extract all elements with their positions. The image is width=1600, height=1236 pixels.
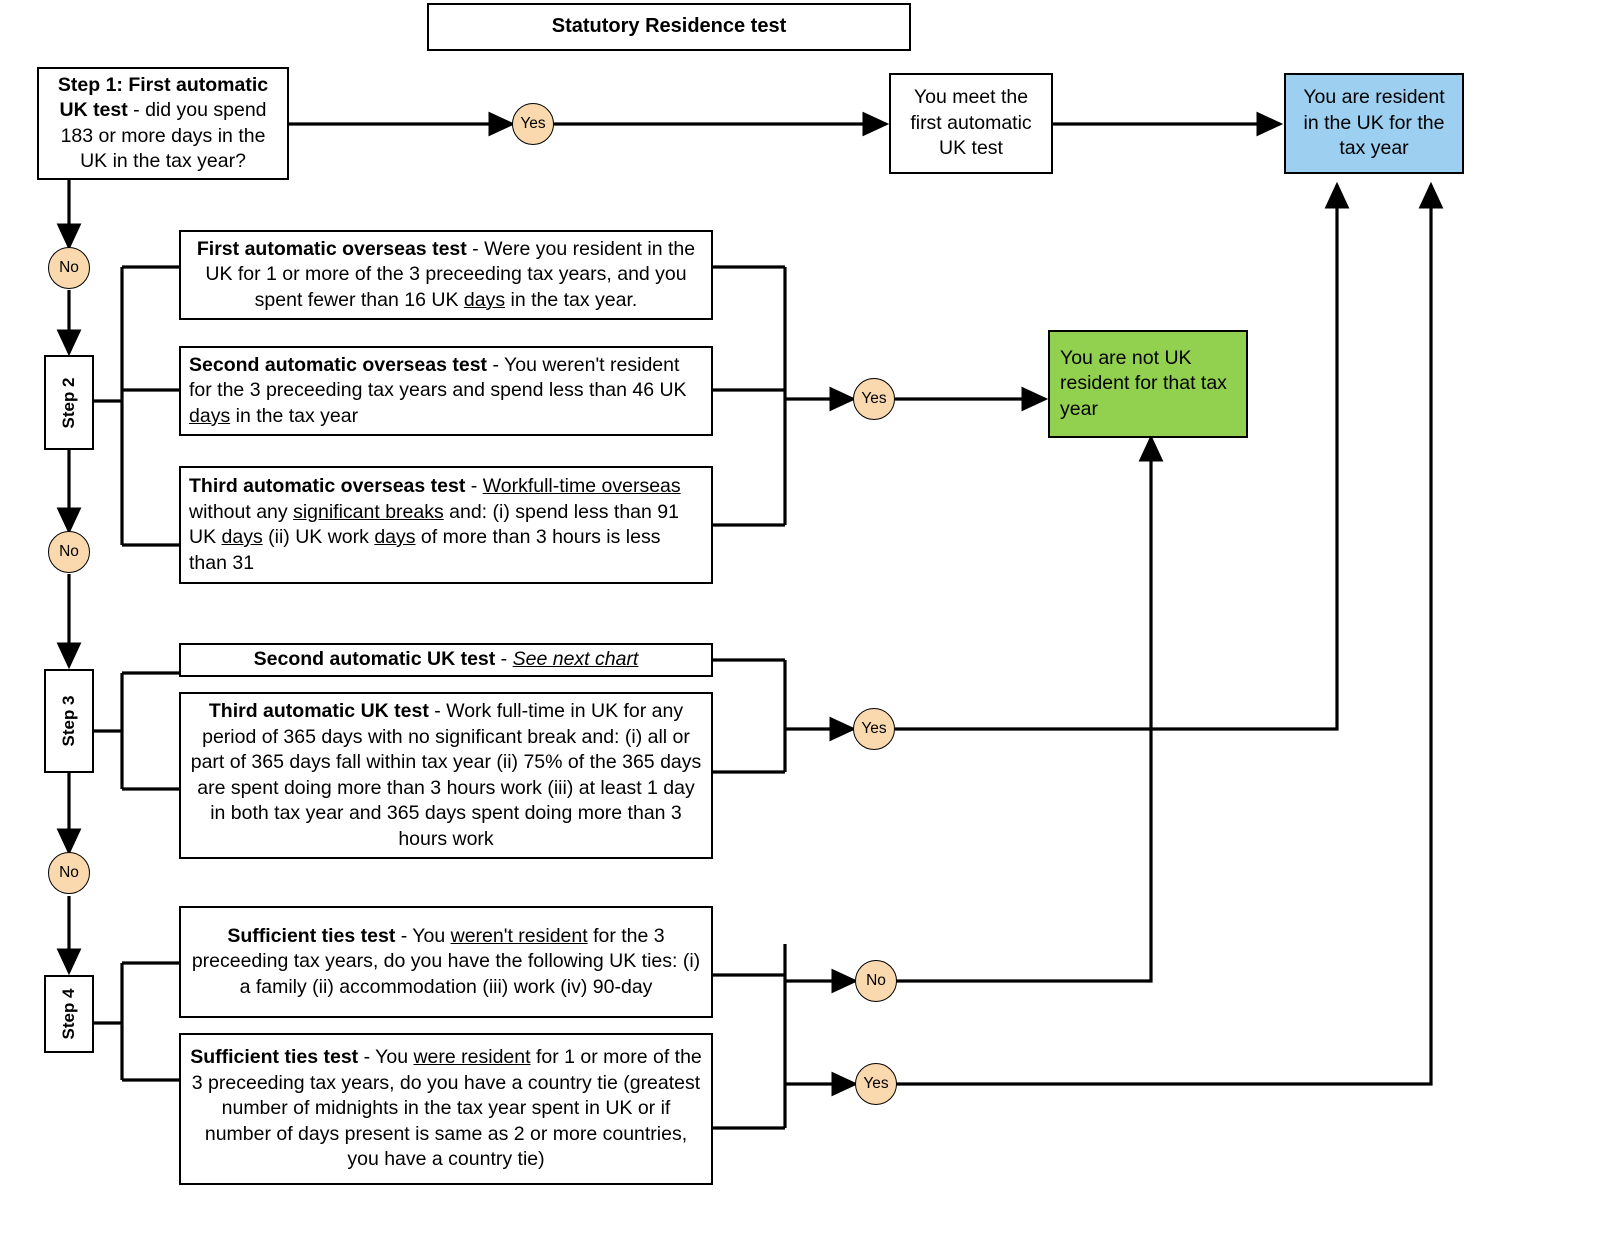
box-overseas1-text: First automatic overseas test - Were you…: [189, 237, 703, 314]
step-marker-4: Step 4: [44, 975, 94, 1053]
box-ties2-text: Sufficient ties test - You were resident…: [189, 1045, 703, 1173]
decision-step1-no-label: No: [59, 259, 79, 277]
box-second-automatic-uk-test[interactable]: Second automatic UK test - See next char…: [179, 643, 713, 677]
box-overseas1-p1: - Were you resident in the UK for 1 or m…: [205, 237, 696, 311]
decision-step3-no[interactable]: No: [48, 852, 90, 894]
box-ties1-p2: for the 3 preceeding tax years, do you h…: [191, 924, 701, 998]
box-uk3-p1: - Work full-time in UK for any period of…: [190, 700, 702, 850]
box-third-automatic-uk-test[interactable]: Third automatic UK test - Work full-time…: [179, 692, 713, 859]
box-step1-rest: - did you spend 183 or more days in the …: [60, 99, 267, 172]
step-marker-3: Step 3: [44, 669, 94, 773]
box-uk3-bold: Third automatic UK test: [208, 700, 429, 722]
box-ties2-bold: Sufficient ties test: [190, 1046, 359, 1069]
box-overseas2-u1: days: [189, 404, 231, 427]
box-overseas2-p1: - You weren't resident for the 3 preceed…: [189, 353, 687, 402]
box-overseas3-u2: significant breaks: [293, 500, 444, 523]
decision-step1-no[interactable]: No: [48, 247, 90, 289]
box-overseas3-u4: days: [374, 526, 416, 548]
step-marker-3-label: Step 3: [59, 695, 78, 747]
box-uk2-text: Second automatic UK test - See next char…: [254, 647, 639, 673]
box-overseas1-p2: in the tax year.: [505, 288, 638, 311]
step-marker-4-label: Step 4: [59, 988, 78, 1040]
box-overseas2-text: Second automatic overseas test - You wer…: [189, 353, 703, 430]
box-overseas2-bold: Second automatic overseas test: [189, 353, 488, 376]
box-overseas3-u1: Workfull-time overseas: [482, 475, 681, 497]
box-overseas3-bold: Third automatic overseas test: [189, 475, 466, 497]
box-third-automatic-overseas-test[interactable]: Third automatic overseas test - Workfull…: [179, 466, 713, 584]
decision-ties-no-label: No: [866, 972, 886, 990]
box-step1-text: Step 1: First automatic UK test - did yo…: [47, 73, 279, 175]
box-overseas1-u1: days: [463, 288, 506, 311]
step-marker-2: Step 2: [44, 355, 94, 450]
box-overseas3-p2: without any: [189, 500, 294, 523]
box-ties1-p1: - You: [395, 924, 451, 947]
box-step1-first-automatic-uk-test[interactable]: Step 1: First automatic UK test - did yo…: [37, 67, 289, 180]
decision-ties-no[interactable]: No: [855, 960, 897, 1002]
box-resident-in-uk[interactable]: You are resident in the UK for the tax y…: [1284, 73, 1464, 174]
box-not-resident-text: You are not UK resident for that tax yea…: [1060, 346, 1227, 420]
box-uk3-text: Third automatic UK test - Work full-time…: [189, 699, 703, 852]
box-sufficient-ties-test-was-resident[interactable]: Sufficient ties test - You were resident…: [179, 1033, 713, 1185]
wire-tiesno-green: [896, 434, 1164, 983]
decision-step1-yes-label: Yes: [520, 115, 546, 133]
box-sufficient-ties-test-not-resident[interactable]: Sufficient ties test - You weren't resid…: [179, 906, 713, 1018]
box-ties2-p2: for 1 or more of the 3 preceeding tax ye…: [191, 1046, 702, 1171]
box-uk2-link[interactable]: See next chart: [512, 648, 639, 671]
box-overseas1-bold: First automatic overseas test: [196, 237, 467, 260]
chart-title: Statutory Residence test: [427, 3, 911, 51]
box-ties2-p1: - You: [358, 1046, 414, 1069]
box-overseas3-p4: (ii) UK work: [262, 526, 375, 548]
box-ties1-u1: weren't resident: [450, 924, 588, 947]
decision-step1-yes[interactable]: Yes: [512, 103, 554, 145]
box-second-automatic-overseas-test[interactable]: Second automatic overseas test - You wer…: [179, 346, 713, 436]
decision-uk-yes-label: Yes: [861, 720, 887, 738]
decision-overseas-yes-label: Yes: [861, 390, 887, 408]
box-ties2-u1: were resident: [413, 1046, 531, 1069]
decision-step3-no-label: No: [59, 864, 79, 882]
box-overseas2-p2: in the tax year: [230, 404, 359, 427]
box-meet-first-text: You meet the first automatic UK test: [910, 86, 1032, 160]
box-overseas3-p3: and: (i) spend less than 91 UK: [189, 500, 679, 549]
decision-step2-no-label: No: [59, 543, 79, 561]
wire-ukyes-blue: [895, 181, 1350, 731]
box-overseas3-p5: of more than 3 hours is less than 31: [189, 526, 661, 574]
decision-uk-yes[interactable]: Yes: [853, 708, 895, 750]
decision-overseas-yes[interactable]: Yes: [853, 378, 895, 420]
box-overseas3-u3: days: [221, 526, 263, 548]
box-ties1-text: Sufficient ties test - You weren't resid…: [189, 924, 703, 1001]
step-marker-2-label: Step 2: [59, 376, 78, 429]
box-overseas3-p1: -: [465, 475, 483, 497]
box-overseas3-text: Third automatic overseas test - Workfull…: [189, 474, 703, 576]
wire-tiesyes-blue: [896, 181, 1444, 1086]
box-ties1-bold: Sufficient ties test: [227, 924, 396, 947]
box-first-automatic-overseas-test[interactable]: First automatic overseas test - Were you…: [179, 230, 713, 320]
box-resident-text: You are resident in the UK for the tax y…: [1303, 86, 1445, 160]
box-step1-bold: Step 1: First automatic UK test: [57, 73, 269, 122]
box-uk2-p1: -: [495, 648, 513, 671]
box-uk2-bold: Second automatic UK test: [253, 648, 496, 671]
chart-title-text: Statutory Residence test: [551, 15, 787, 38]
decision-ties-yes[interactable]: Yes: [855, 1063, 897, 1105]
decision-ties-yes-label: Yes: [863, 1075, 889, 1093]
box-you-meet-first-automatic-uk-test[interactable]: You meet the first automatic UK test: [889, 73, 1053, 174]
box-not-uk-resident[interactable]: You are not UK resident for that tax yea…: [1048, 330, 1248, 438]
decision-step2-no[interactable]: No: [48, 531, 90, 573]
